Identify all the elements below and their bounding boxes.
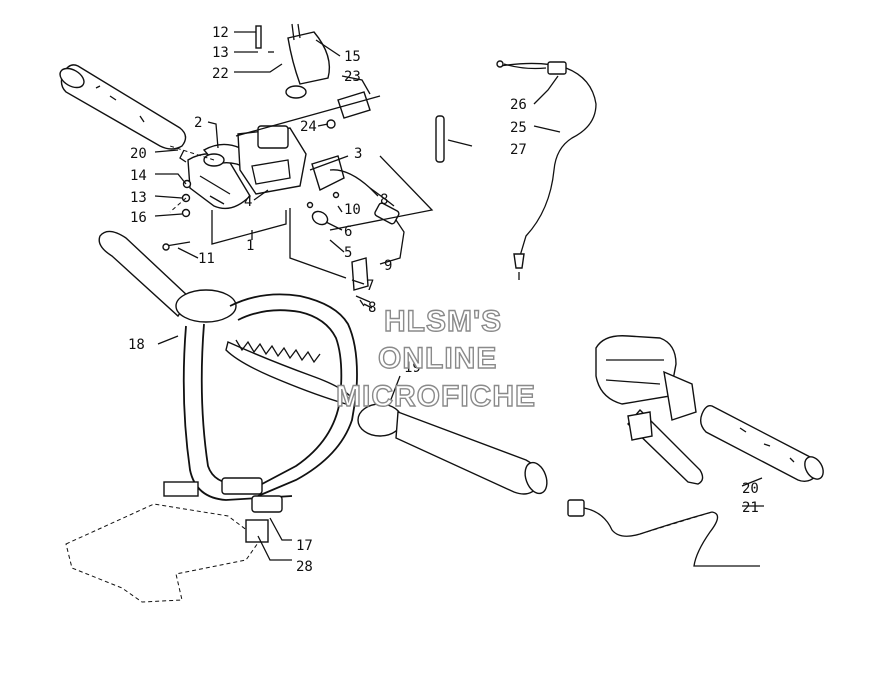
grip-heater-wire [567,499,760,567]
left-grip [59,64,187,150]
callout-5: 5 [344,245,352,261]
watermark: HLSM'S ONLINE MICROFICHE [335,304,536,413]
callout-24: 24 [300,119,317,135]
throttle-cable [435,60,597,280]
callout-6: 6 [344,224,352,240]
callout-2: 2 [194,115,202,131]
handlebar-pad [65,481,269,603]
callout-11: 11 [198,251,215,267]
callout-28: 28 [296,559,313,575]
watermark-line-2: ONLINE [378,342,497,375]
callout-labels: 12 13 22 15 23 24 2 3 20 14 13 16 4 1 11… [128,25,759,575]
throttle-lever [255,23,371,129]
callout-8-upper: 8 [380,192,388,208]
callout-25: 25 [510,120,527,136]
callout-3: 3 [354,146,362,162]
switch-housing-left [179,143,251,218]
callout-4: 4 [244,194,252,210]
watermark-line-1: HLSM'S [384,305,502,338]
callout-17: 17 [296,538,313,554]
callout-26: 26 [510,97,527,113]
callout-1: 1 [246,238,254,254]
callout-8-lower: 8 [368,300,376,316]
callout-7: 7 [366,278,374,294]
right-grip [699,404,824,483]
callout-14: 14 [130,168,147,184]
leader-lines [154,31,764,561]
brake-master-cylinder [595,335,704,485]
callout-13-left: 13 [130,190,147,206]
callout-20-right: 20 [742,481,759,497]
callout-10: 10 [344,202,361,218]
callout-18: 18 [128,337,145,353]
callout-13-top: 13 [212,45,229,61]
switch-housing-right [237,125,400,226]
callout-23: 23 [344,69,361,85]
watermark-line-3: MICROFICHE [336,380,536,413]
callout-16: 16 [130,210,147,226]
callout-15: 15 [344,49,361,65]
callout-12: 12 [212,25,229,41]
callout-20-left: 20 [130,146,147,162]
callout-9: 9 [384,258,392,274]
callout-22: 22 [212,66,229,82]
assembly-guide-lines [169,95,434,279]
handlebar [98,230,548,513]
callout-27: 27 [510,142,527,158]
callout-21: 21 [742,500,759,516]
callout-19: 19 [404,360,421,376]
